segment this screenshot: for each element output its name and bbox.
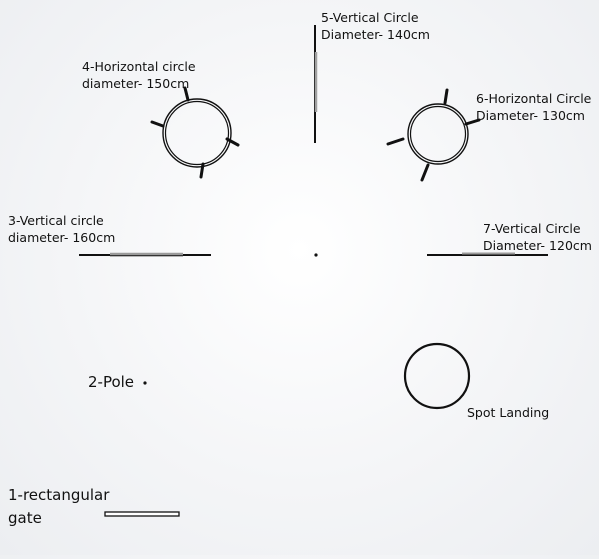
label-vc3-line1: 3-Vertical circle [8,213,104,228]
label-hc4-line2: diameter- 150cm [82,76,190,91]
label-vc7-line2: Diameter- 120cm [483,238,592,253]
vertical-circle-3 [79,252,211,257]
label-vc5-line1: 5-Vertical Circle [321,10,419,25]
label-vertical-circle-5: 5-Vertical Circle Diameter- 140cm [321,9,430,43]
label-vertical-circle-3: 3-Vertical circle diameter- 160cm [8,212,115,246]
label-hc4-line1: 4-Horizontal circle [82,59,196,74]
horizontal-circle-4 [150,86,240,179]
label-hc6-line2: Diameter- 130cm [476,108,585,123]
spot-landing-circle [403,342,471,410]
label-pole-line1: 2-Pole [88,373,135,391]
label-hc6-line1: 6-Horizontal Circle [476,91,592,106]
label-vc3-line2: diameter- 160cm [8,230,116,245]
center-marker [314,253,318,257]
label-spot-landing: Spot Landing [467,404,549,421]
label-vertical-circle-7: 7-Vertical Circle Diameter- 120cm [483,220,592,254]
rectangular-gate [104,511,180,517]
vertical-circle-7 [427,252,548,256]
label-horizontal-circle-6: 6-Horizontal Circle Diameter- 130cm [476,90,591,124]
pole [143,381,147,385]
horizontal-circle-6 [386,88,481,182]
label-vc5-line2: Diameter- 140cm [321,27,430,42]
label-pole: 2-Pole [88,371,134,394]
label-gate-line1: 1-rectangular [8,486,110,504]
label-gate-line2: gate [8,509,42,527]
vertical-circle-5 [314,25,318,143]
label-horizontal-circle-4: 4-Horizontal circle diameter- 150cm [82,58,196,92]
label-rectangular-gate: 1-rectangular gate [8,484,109,530]
label-vc7-line1: 7-Vertical Circle [483,221,581,236]
label-spot-line1: Spot Landing [467,405,550,420]
